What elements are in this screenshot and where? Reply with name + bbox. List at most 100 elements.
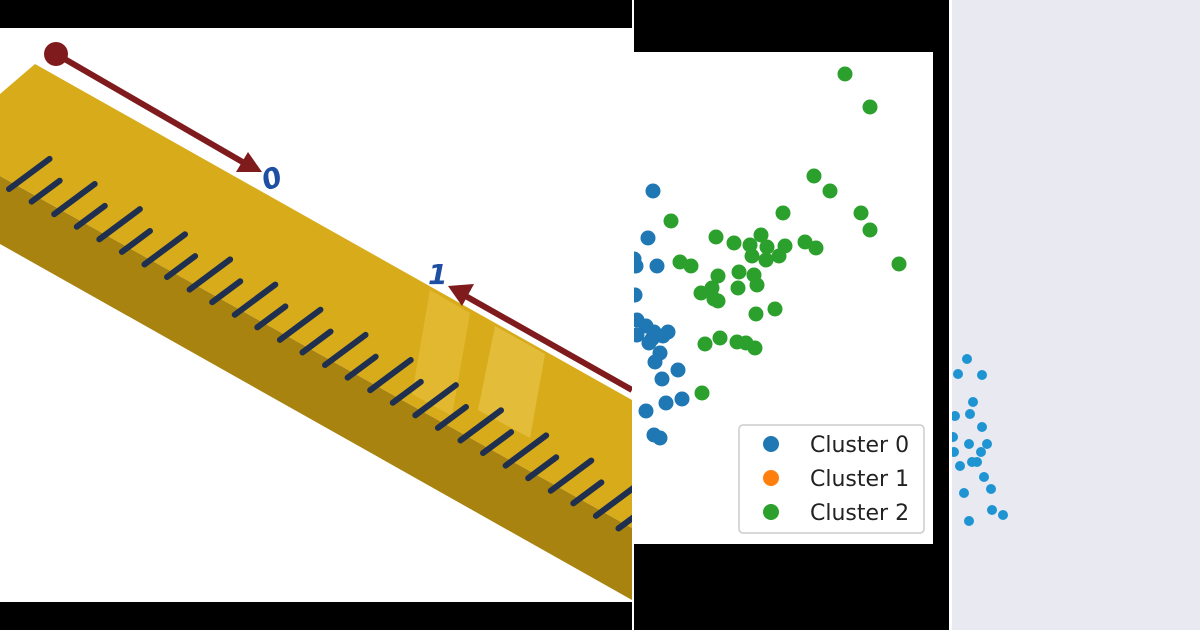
ruler-illustration-canvas: 0 1 bbox=[0, 28, 632, 602]
ruler-highlight bbox=[478, 326, 545, 438]
scatter-point-cluster-2 bbox=[697, 336, 713, 352]
partial-scatter-point bbox=[964, 439, 974, 449]
ruler-tick bbox=[502, 432, 550, 469]
ruler-tick bbox=[412, 382, 459, 419]
ruler-tick bbox=[28, 177, 63, 205]
legend: Cluster 0 Cluster 1 Cluster 2 bbox=[738, 424, 925, 534]
partial-scatter-point bbox=[952, 447, 959, 457]
scatter-point-cluster-2 bbox=[808, 240, 824, 256]
scatter-point-cluster-0 bbox=[634, 327, 645, 343]
scatter-point-cluster-2 bbox=[775, 205, 791, 221]
ruler-illustration: 0 1 bbox=[0, 42, 632, 600]
scatter-point-cluster-2 bbox=[777, 238, 793, 254]
scatter-point-cluster-0 bbox=[649, 258, 665, 274]
partial-scatter-panel bbox=[952, 0, 1200, 630]
partial-scatter-point bbox=[977, 370, 987, 380]
partial-scatter-point bbox=[998, 510, 1008, 520]
scatter-point-cluster-2 bbox=[862, 222, 878, 238]
ruler-tick bbox=[525, 454, 560, 482]
partial-scatter-point bbox=[976, 447, 986, 457]
scatter-point-cluster-0 bbox=[652, 430, 668, 446]
scatter-point-cluster-0 bbox=[645, 183, 661, 199]
legend-marker-cluster-0 bbox=[763, 436, 779, 452]
legend-label-cluster-1: Cluster 1 bbox=[810, 467, 909, 492]
scatter-point-cluster-0 bbox=[674, 391, 690, 407]
partial-scatter-point bbox=[979, 472, 989, 482]
scatter-point-cluster-2 bbox=[710, 268, 726, 284]
legend-label-cluster-2: Cluster 2 bbox=[810, 501, 909, 526]
scatter-point-cluster-0 bbox=[654, 371, 670, 387]
scatter-point-cluster-2 bbox=[891, 256, 907, 272]
panel-divider bbox=[632, 0, 634, 630]
scatter-points bbox=[634, 66, 907, 446]
ruler-tick bbox=[344, 353, 379, 381]
scatter-point-cluster-2 bbox=[862, 99, 878, 115]
partial-scatter-point bbox=[953, 369, 963, 379]
ruler-tick bbox=[209, 278, 244, 306]
ruler-tick bbox=[118, 228, 153, 255]
scatter-point-cluster-2 bbox=[759, 239, 775, 255]
partial-scatter-point bbox=[972, 457, 982, 467]
scatter-point-cluster-2 bbox=[683, 258, 699, 274]
scatter-point-cluster-2 bbox=[731, 264, 747, 280]
arrowhead bbox=[236, 152, 262, 172]
scatter-plot: Cluster 0 Cluster 1 Cluster 2 bbox=[634, 66, 925, 534]
scatter-point-cluster-0 bbox=[638, 403, 654, 419]
ruler-tick bbox=[164, 253, 199, 281]
scatter-point-cluster-2 bbox=[726, 235, 742, 251]
ruler-label-one: 1 bbox=[428, 258, 447, 291]
ruler-tick bbox=[51, 181, 98, 218]
ruler-tick bbox=[186, 256, 234, 293]
scatter-point-cluster-2 bbox=[758, 252, 774, 268]
partial-scatter-point bbox=[952, 432, 958, 442]
scatter-plot-area: Cluster 0 Cluster 1 Cluster 2 bbox=[634, 52, 933, 544]
scatter-point-cluster-2 bbox=[712, 330, 728, 346]
scatter-point-cluster-0 bbox=[658, 395, 674, 411]
scatter-point-cluster-2 bbox=[747, 340, 763, 356]
ruler-tick bbox=[547, 457, 595, 494]
scatter-point-cluster-2 bbox=[822, 183, 838, 199]
scatter-point-cluster-2 bbox=[837, 66, 853, 82]
partial-scatter-point bbox=[959, 488, 969, 498]
partial-scatter-point bbox=[968, 397, 978, 407]
ruler-tick bbox=[615, 514, 632, 532]
ruler-tick bbox=[480, 429, 515, 457]
scatter-point-cluster-2 bbox=[767, 301, 783, 317]
partial-scatter-point bbox=[977, 422, 987, 432]
scatter-point-cluster-0 bbox=[670, 362, 686, 378]
arrowhead bbox=[448, 284, 474, 306]
ruler-tick bbox=[96, 206, 143, 243]
ruler-tick bbox=[592, 485, 632, 519]
scatter-point-cluster-2 bbox=[694, 385, 710, 401]
arrow-to-one bbox=[448, 284, 632, 393]
ruler-tick-marks bbox=[6, 155, 632, 532]
legend-label-cluster-0: Cluster 0 bbox=[810, 433, 909, 458]
legend-box bbox=[738, 424, 925, 534]
scatter-point-cluster-0 bbox=[634, 258, 644, 274]
partial-scatter-points bbox=[952, 354, 1008, 526]
arrow-shaft bbox=[54, 51, 248, 167]
legend-marker-cluster-2 bbox=[763, 504, 779, 520]
ruler-tick bbox=[457, 407, 505, 444]
scatter-point-cluster-2 bbox=[730, 280, 746, 296]
scatter-point-cluster-2 bbox=[748, 306, 764, 322]
arrow-to-zero bbox=[44, 42, 262, 172]
ruler-tick bbox=[299, 328, 334, 356]
partial-scatter-point bbox=[986, 484, 996, 494]
scatter-point-cluster-0 bbox=[641, 335, 657, 351]
ruler-tick bbox=[389, 378, 424, 406]
partial-scatter-point bbox=[962, 354, 972, 364]
ruler-tick bbox=[6, 155, 53, 193]
ruler-tick bbox=[141, 231, 189, 268]
partial-scatter-point bbox=[955, 461, 965, 471]
scatter-point-cluster-0 bbox=[634, 287, 643, 303]
ruler-tick bbox=[434, 404, 469, 431]
panel-divider bbox=[949, 0, 952, 630]
ruler-side-face bbox=[0, 176, 632, 600]
scatter-point-cluster-2 bbox=[710, 293, 726, 309]
scatter-point-cluster-0 bbox=[647, 354, 663, 370]
partial-scatter-point bbox=[965, 409, 975, 419]
scatter-point-cluster-2 bbox=[744, 248, 760, 264]
ruler-tick bbox=[276, 306, 324, 343]
scatter-point-cluster-2 bbox=[806, 168, 822, 184]
